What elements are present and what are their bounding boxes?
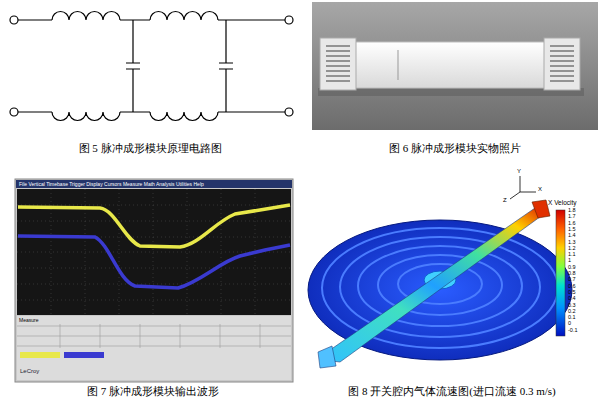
figure-caption: 图 7 脉冲成形模块输出波形 (87, 386, 219, 397)
panel-label: Measure (19, 318, 38, 323)
figure-caption: 图 6 脉冲成形模块实物照片 (389, 143, 521, 154)
axis-label: Y (517, 168, 521, 174)
inductor-symbol (52, 112, 120, 121)
waveform-trace (18, 205, 290, 247)
brand-label: LeCroy (20, 368, 39, 374)
colorbar-value: 0.4 (568, 296, 576, 302)
colorbar-value: 1 (568, 258, 571, 264)
axis-triad (510, 176, 536, 199)
grid (17, 189, 291, 315)
oscilloscope-screen (15, 179, 293, 382)
colorbar-title: X Velocity (548, 200, 577, 207)
terminal (10, 108, 18, 116)
colorbar-value: 1.6 (568, 221, 576, 227)
gas-channel (322, 208, 544, 362)
end-cap (320, 38, 356, 90)
colorbar-value: 0.2 (568, 309, 576, 315)
colorbar-value: 1.5 (568, 227, 576, 233)
inductor-symbol (52, 12, 120, 20)
axis-label: X (538, 186, 542, 192)
colorbar-value: 0.7 (568, 277, 576, 283)
colorbar-value: 1.1 (568, 252, 576, 258)
vent-slots (326, 46, 574, 81)
colorbar-value: 0.6 (568, 284, 576, 290)
channel-tag (64, 352, 104, 358)
terminal (285, 16, 293, 24)
inlet (318, 346, 336, 368)
plot-area (17, 189, 291, 315)
capacitor-symbol (126, 20, 140, 112)
colorbar-value: 1.8 (568, 208, 576, 214)
wire (18, 19, 285, 20)
menu-bar (16, 180, 292, 188)
circuit-schematic (10, 12, 293, 121)
colorbar-value: 1.7 (568, 214, 576, 220)
colorbar-value: 0.9 (568, 265, 576, 271)
terminal (10, 16, 18, 24)
colorbar-value: -0.1 (568, 328, 577, 334)
menu-text: File Vertical Timebase Trigger Display C… (19, 182, 204, 187)
colorbar-value: 0.3 (568, 303, 576, 309)
module-body (352, 42, 548, 88)
axis-label: Z (503, 197, 507, 203)
inductor-symbol (150, 12, 218, 20)
measure-panel (17, 316, 291, 380)
outlet (532, 200, 550, 218)
wire (18, 111, 285, 112)
figure-caption: 图 8 开关腔内气体流速图(进口流速 0.3 m/s) (348, 386, 555, 397)
end-cap (544, 38, 580, 90)
figure-caption: 图 5 脉冲成形模块原理电路图 (79, 143, 222, 154)
colorbar-value: 0.5 (568, 290, 576, 296)
inductor-symbol (150, 112, 218, 121)
colorbar-value: 0 (568, 321, 571, 327)
colorbar-value: 1.4 (568, 233, 576, 239)
capacitor-symbol (219, 20, 233, 112)
scope-frame (15, 179, 293, 382)
flow-field-plot (308, 176, 572, 368)
terminal (285, 108, 293, 116)
module-photo (312, 2, 598, 130)
printed-marking (398, 50, 399, 80)
colorbar-value: 0.1 (568, 315, 576, 321)
photo-background (312, 2, 598, 130)
measure-table (17, 324, 291, 348)
colorbar-value: 0.8 (568, 271, 576, 277)
colorbar-value: 1.2 (568, 246, 576, 252)
channel-tag (20, 352, 60, 358)
waveform-trace (18, 236, 290, 288)
color-bar (556, 210, 565, 336)
colorbar-value: 1.3 (568, 240, 576, 246)
